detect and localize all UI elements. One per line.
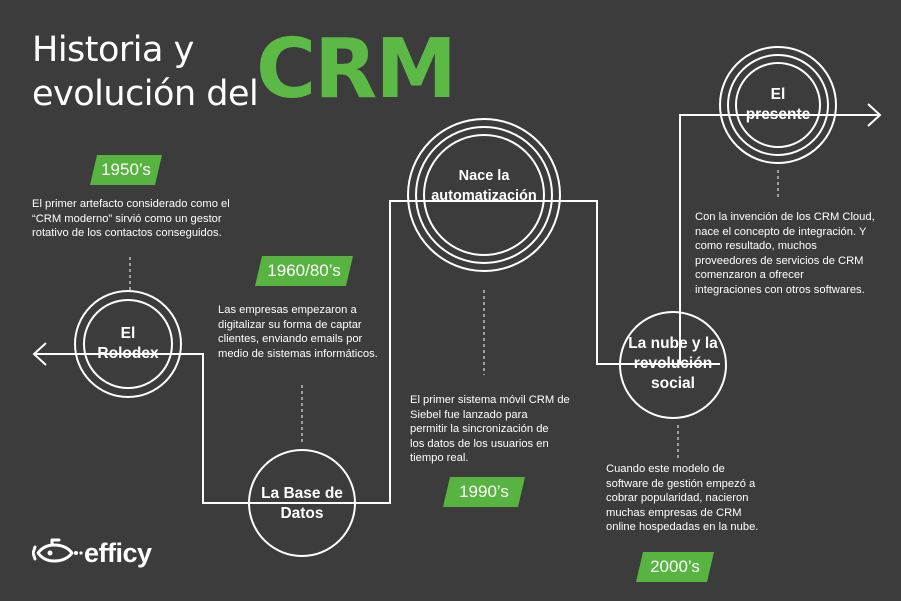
submarine-icon [31,538,83,563]
description-1990: El primer sistema móvil CRM de Siebel fu… [410,394,570,465]
era-badge-2000: 2000’s [636,552,714,582]
arrow-left-icon [32,342,47,366]
title-line-1: Historia y [32,30,194,70]
circle-presente [719,46,837,164]
node-presente-label: El presente [745,86,811,123]
logo-text: efficy [84,538,152,568]
era-badge-1950: 1950’s [90,155,162,185]
node-base-datos-label: La Base de Datos [261,485,343,522]
era-badge-1990: 1990’s [443,477,525,507]
arrow-right-icon [867,103,882,127]
circle-nube [619,311,727,419]
node-rolodex-label: El Rolodex [97,325,159,362]
circle-rolodex [74,290,182,398]
node-nube-label: La nube y la revolución social [628,335,718,392]
description-presente: Con la invención de los CRM Cloud, nace … [695,211,875,296]
timeline-path [34,114,880,504]
era-badge-1960: 1960/80’s [255,256,353,286]
description-1950: El primer artefacto considerado como el … [32,198,230,240]
description-1960: Las empresas empezaron a digitalizar su … [218,304,378,360]
description-2000: Cuando este modelo de software de gestió… [606,463,759,534]
title-line-2: evolución del [32,74,259,114]
node-automatizacion-label: Nace la automatización [431,168,537,204]
circle-base-datos [248,449,356,557]
title-highlight: CRM [256,22,457,117]
efficy-logo: efficy [31,535,182,575]
circle-automatizacion [407,118,561,272]
